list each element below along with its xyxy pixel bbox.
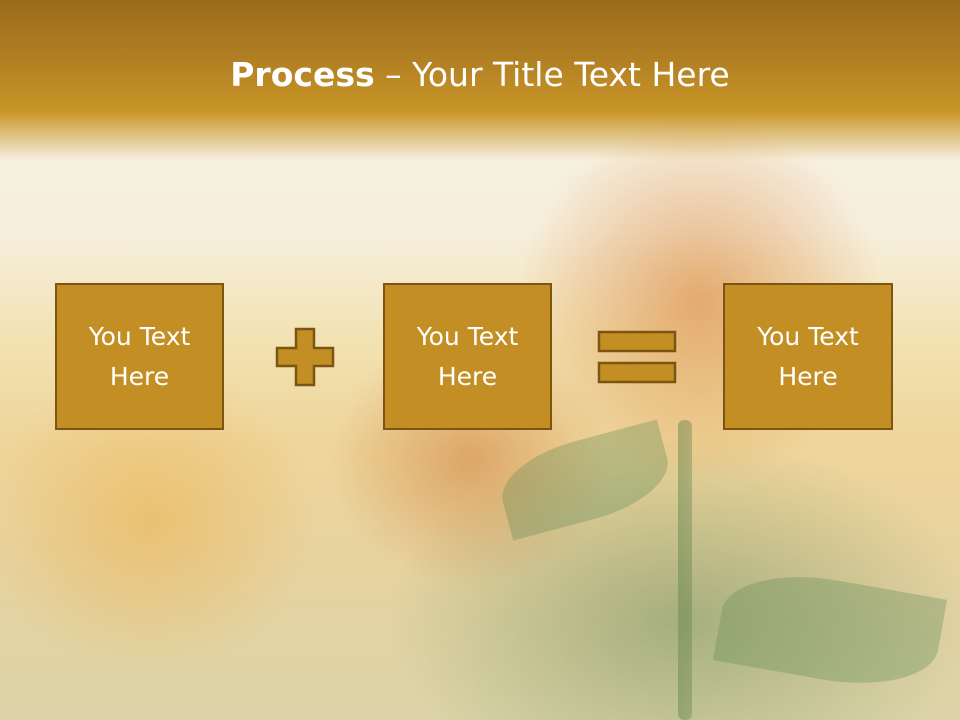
title-bold: Process bbox=[230, 55, 375, 94]
process-box-1[interactable]: You Text Here bbox=[55, 283, 224, 430]
process-box-3-label: You Text Here bbox=[757, 321, 859, 391]
sunflower-stem-decoration bbox=[678, 420, 692, 720]
process-box-2[interactable]: You Text Here bbox=[383, 283, 552, 430]
slide-title: Process – Your Title Text Here bbox=[0, 52, 960, 98]
process-box-2-label: You Text Here bbox=[416, 321, 519, 391]
equals-icon bbox=[597, 330, 677, 384]
title-text: Your Title Text Here bbox=[412, 55, 730, 94]
process-box-1-label: You Text Here bbox=[88, 321, 191, 391]
title-band bbox=[0, 0, 960, 160]
plus-icon bbox=[275, 327, 335, 387]
process-box-3[interactable]: You Text Here bbox=[723, 283, 893, 430]
title-separator: – bbox=[374, 55, 413, 94]
